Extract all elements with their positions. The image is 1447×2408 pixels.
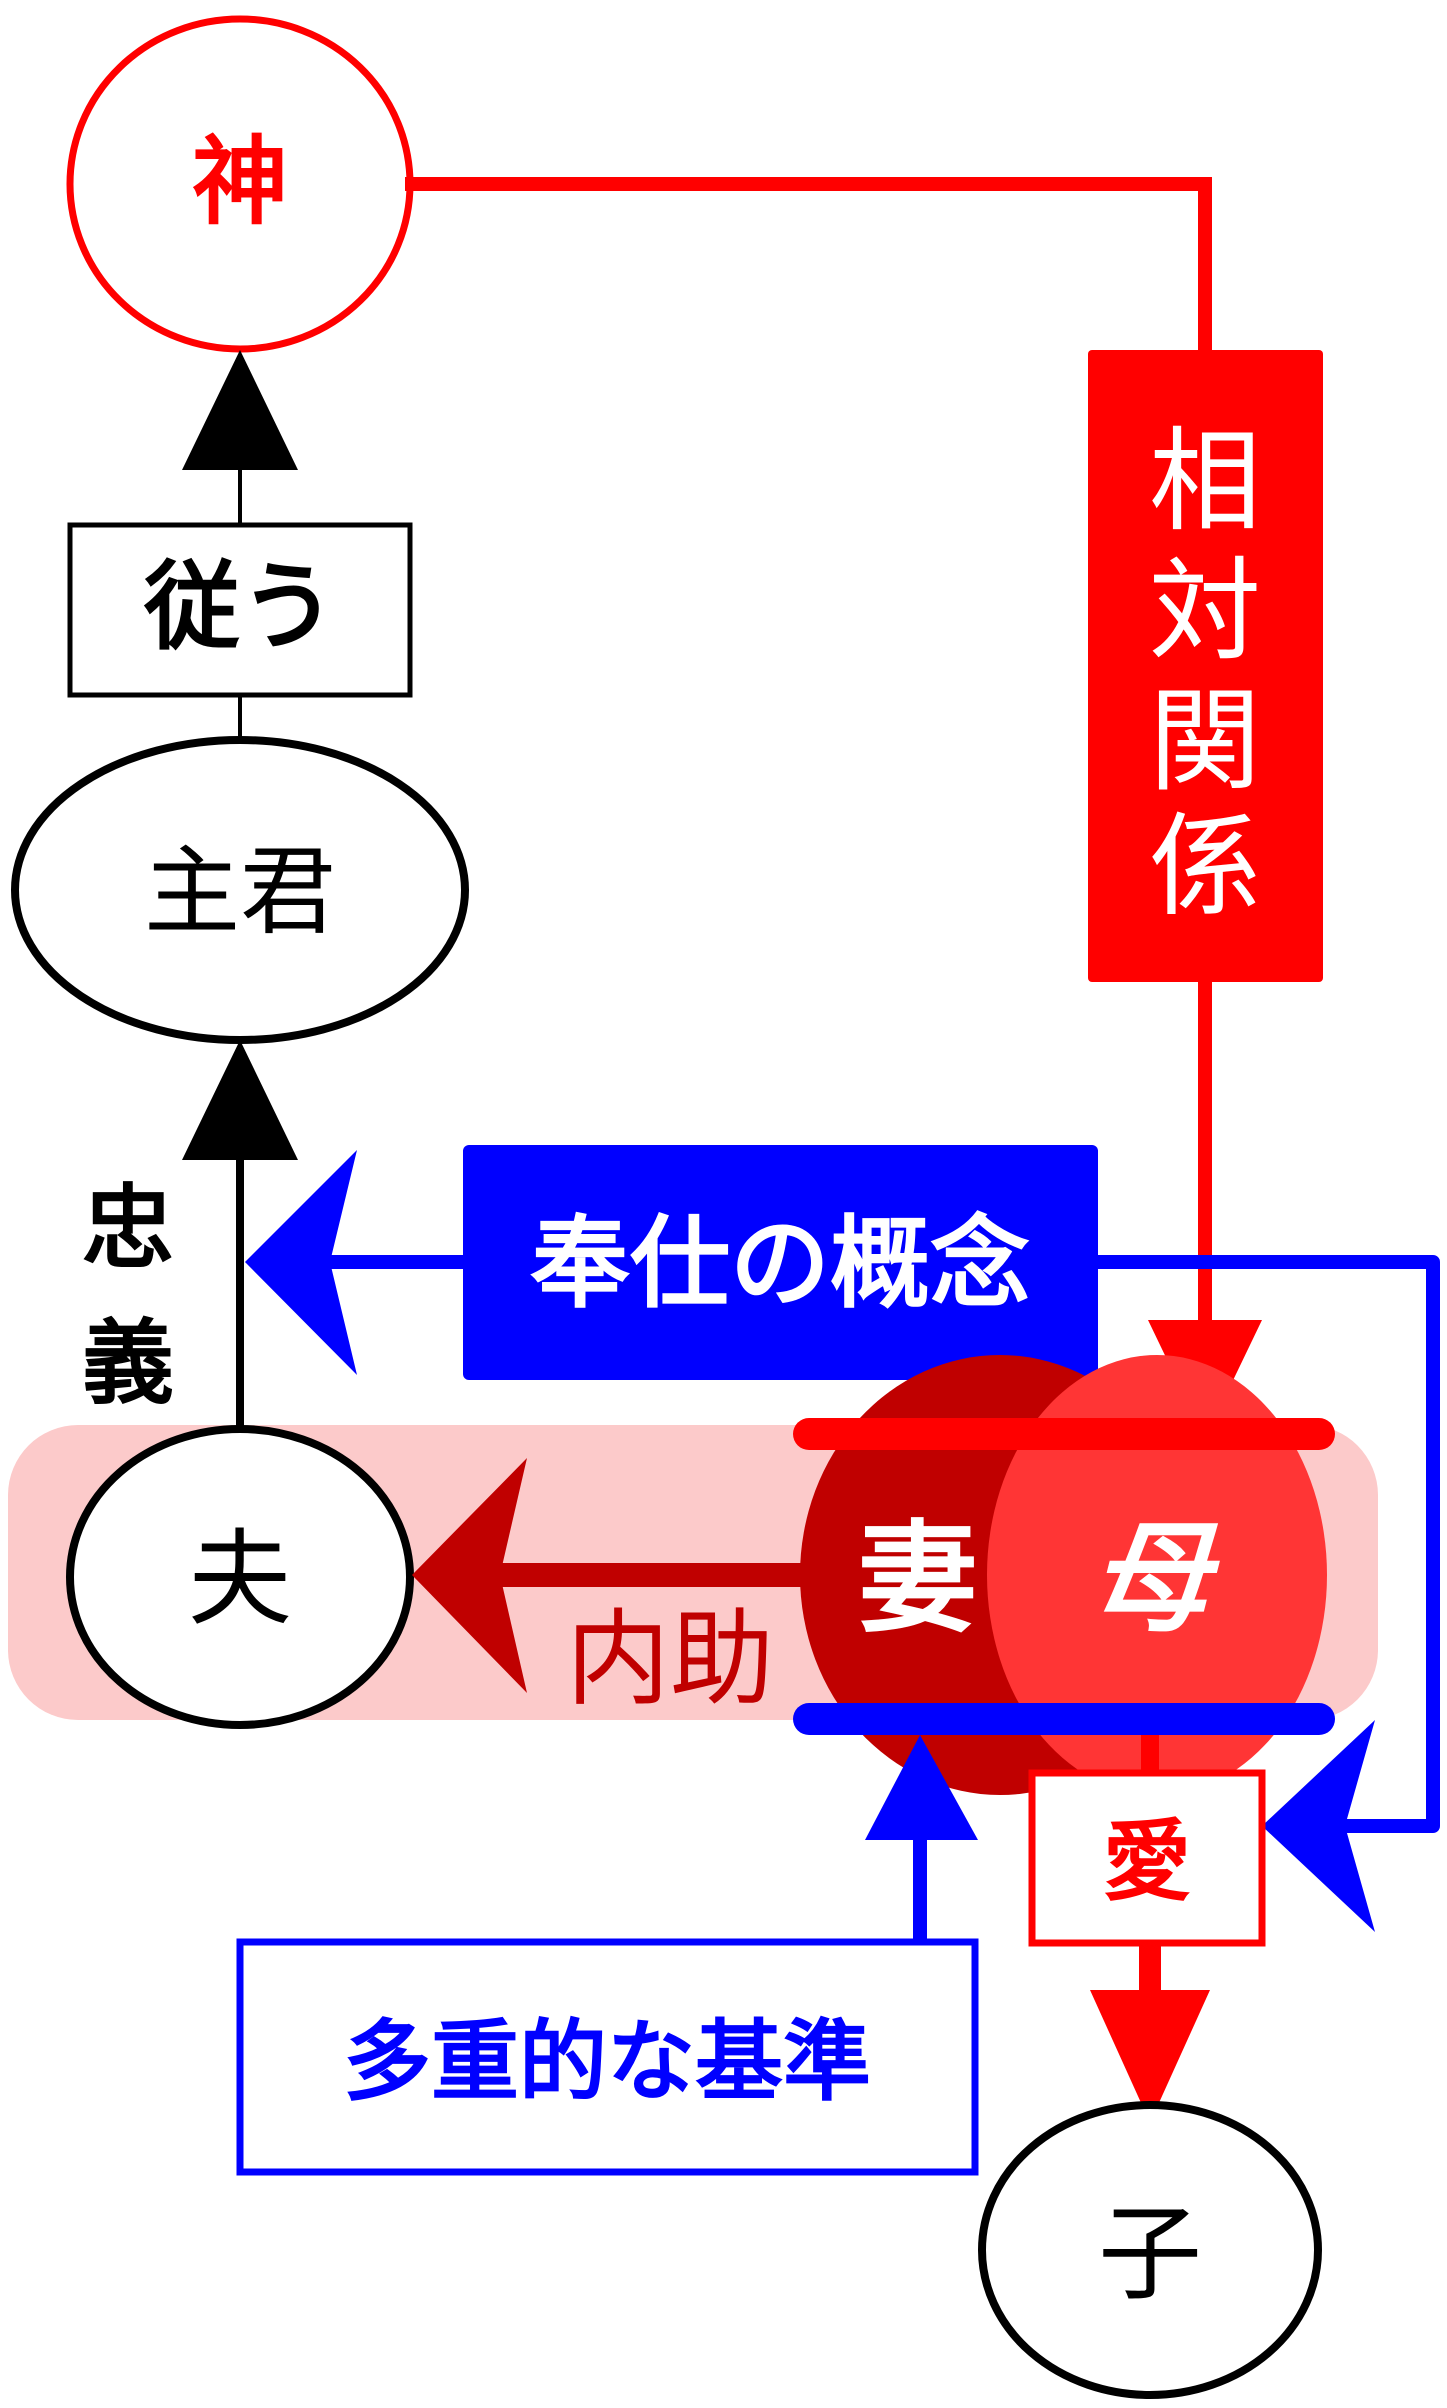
relative-char-3: 関 xyxy=(1149,677,1261,807)
inner-help-label: 内助 xyxy=(566,1598,774,1720)
loyalty-char-1: 忠 xyxy=(82,1175,174,1282)
inner-help-arrowhead xyxy=(412,1458,527,1693)
service-arrowhead-left xyxy=(245,1150,357,1375)
red-bar xyxy=(793,1418,1335,1450)
child-label: 子 xyxy=(1098,2193,1202,2315)
mother-label: 母 xyxy=(1090,1510,1220,1649)
mother-node xyxy=(987,1355,1327,1795)
relative-char-4: 係 xyxy=(1149,802,1261,932)
service-label: 奉仕の概念 xyxy=(530,1205,1030,1322)
god-relation-line xyxy=(405,177,1212,355)
service-line-right xyxy=(1095,1255,1440,1833)
child-node xyxy=(978,2101,1322,2399)
love-label: 愛 xyxy=(1103,1810,1191,1913)
loyalty-arrowhead xyxy=(182,1040,298,1160)
love-arrowhead xyxy=(1090,1990,1210,2105)
obey-label: 従う xyxy=(143,551,336,663)
lord-label: 主君 xyxy=(144,836,336,948)
service-box xyxy=(463,1145,1098,1380)
standard-label: 多重的な基準 xyxy=(343,2010,871,2113)
loyalty-char-2: 義 xyxy=(82,1310,174,1417)
service-arrowhead-right xyxy=(1262,1720,1375,1932)
obey-arrowhead xyxy=(182,350,298,470)
god-label: 神 xyxy=(192,126,288,238)
blue-bar xyxy=(793,1703,1335,1735)
relative-relation-box xyxy=(1088,350,1323,982)
love-box xyxy=(1028,1769,1266,1947)
relative-char-2: 対 xyxy=(1149,547,1261,677)
obey-box xyxy=(67,522,413,698)
relative-char-1: 相 xyxy=(1149,417,1261,547)
wife-label: 妻 xyxy=(858,1510,978,1649)
husband-node xyxy=(66,1425,414,1729)
standard-arrowhead xyxy=(865,1735,978,1840)
husband-label: 夫 xyxy=(188,1518,292,1640)
standard-box xyxy=(236,1938,979,2176)
